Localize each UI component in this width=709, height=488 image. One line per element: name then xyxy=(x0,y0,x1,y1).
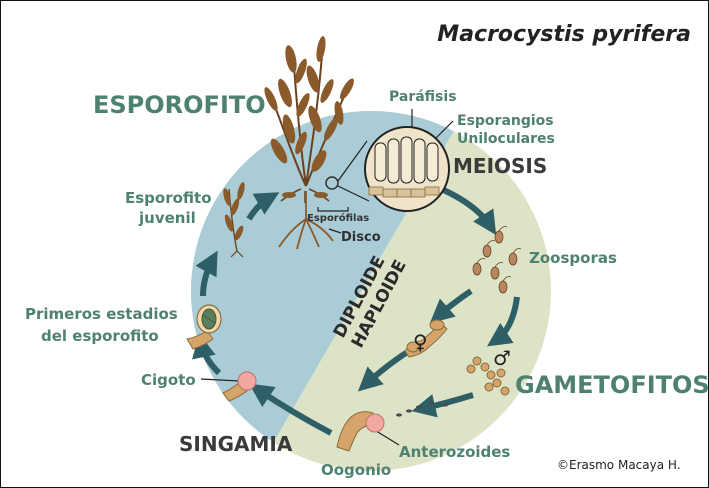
label-juvenile-line1: Esporofito xyxy=(125,189,212,207)
label-holdfast: Disco xyxy=(341,230,381,245)
label-antherozoids: Anterozoides xyxy=(399,443,510,461)
label-juvenile-line2: juvenil xyxy=(138,209,196,227)
label-zoospores: Zoosporas xyxy=(529,249,617,267)
label-sporophylls: Esporófilas xyxy=(307,212,369,224)
credit-text: ©Erasmo Macaya H. xyxy=(557,458,681,472)
label-paraphyses: Paráfisis xyxy=(389,89,457,105)
label-early-stages-line2: del esporofito xyxy=(41,327,159,345)
label-zygote: Cigoto xyxy=(141,371,196,389)
female-symbol: ♀ xyxy=(413,330,428,354)
male-symbol: ♂ xyxy=(493,346,511,370)
stage-label-gametophytes: GAMETOFITOS xyxy=(515,371,708,399)
label-sporangia-line2: Uniloculares xyxy=(457,131,555,147)
label-sporangia-line1: Esporangios xyxy=(457,113,554,129)
diagram-title: Macrocystis pyrifera xyxy=(437,22,691,47)
label-early-stages-line1: Primeros estadios xyxy=(25,305,178,323)
label-oogonium: Oogonio xyxy=(321,461,391,479)
stage-label-syngamy: SINGAMIA xyxy=(179,432,293,456)
stage-label-sporophyte: ESPOROFITO xyxy=(93,91,266,119)
stage-label-meiosis: MEIOSIS xyxy=(453,154,547,178)
sporangia-magnified-view xyxy=(365,127,449,211)
